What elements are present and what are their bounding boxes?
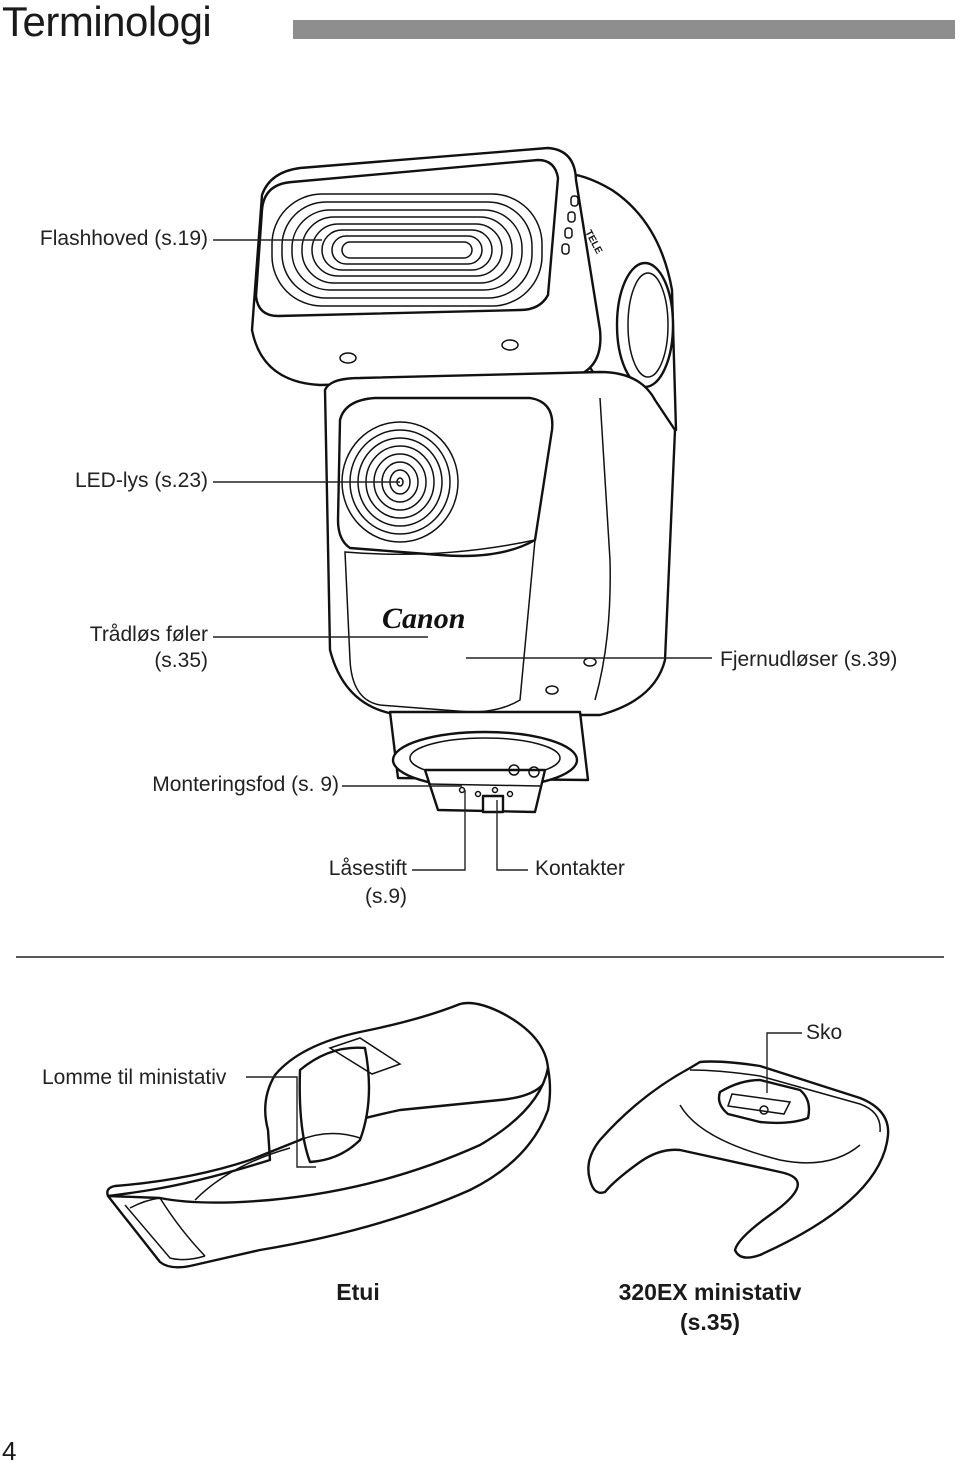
title-rule xyxy=(293,20,955,39)
lock-pin-page: (s.9) xyxy=(365,885,407,908)
page-number: 4 xyxy=(2,1436,17,1466)
lock-pin-label: Låsestift xyxy=(328,857,407,880)
flash-unit-drawing: TELE Canon xyxy=(250,146,678,814)
stand-pocket-label: Lomme til ministativ xyxy=(42,1066,227,1089)
led-light-label: LED-lys (s.23) xyxy=(74,469,208,492)
ministand-drawing xyxy=(587,1060,890,1259)
case-caption: Etui xyxy=(336,1279,380,1305)
remote-release-label: Fjernudløser (s.39) xyxy=(720,648,898,671)
mounting-foot-label: Monteringsfod (s. 9) xyxy=(152,773,339,796)
wireless-sensor-page: (s.35) xyxy=(154,649,208,672)
canon-logo: Canon xyxy=(382,602,465,635)
shoe-label: Sko xyxy=(806,1021,843,1044)
accessory-leader-lines xyxy=(246,1032,802,1168)
ministand-caption-page: (s.35) xyxy=(679,1309,741,1335)
ministand-caption: 320EX ministativ xyxy=(618,1279,802,1305)
contacts-label: Kontakter xyxy=(535,857,625,880)
flash-head-label: Flashhoved (s.19) xyxy=(39,227,208,250)
wireless-sensor-label: Trådløs føler xyxy=(89,623,208,646)
case-drawing xyxy=(106,1001,552,1269)
flash-leader-lines xyxy=(213,239,712,871)
page-title: Terminologi xyxy=(2,0,212,45)
